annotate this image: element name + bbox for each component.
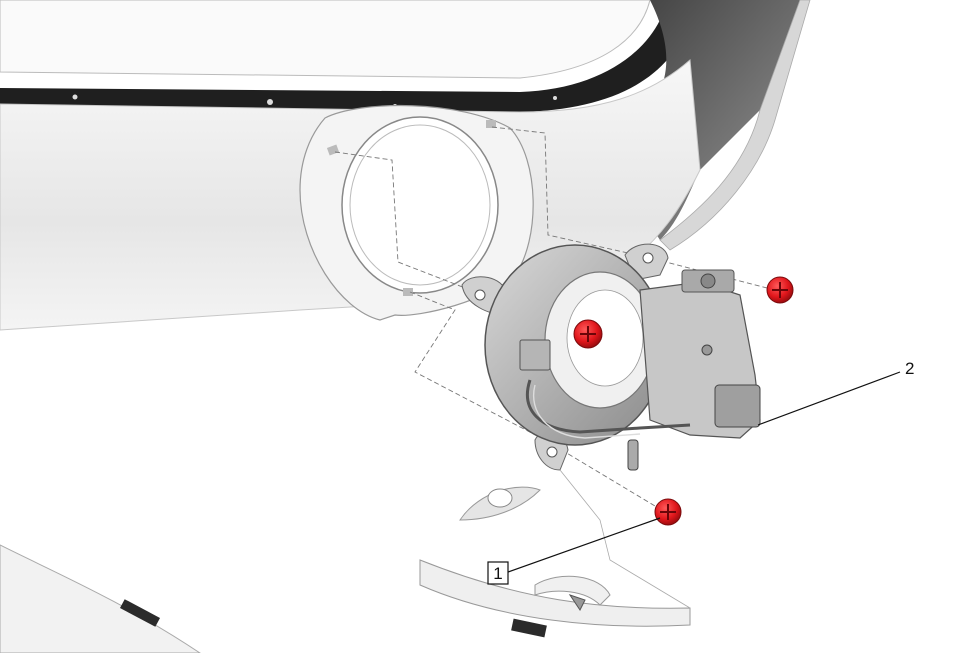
bracket-ring-lip — [349, 124, 491, 286]
trim-hole — [72, 94, 78, 100]
lamp-reflector-inner — [566, 289, 644, 387]
callout-2-leader — [757, 371, 901, 426]
callout-1-label: 1 — [493, 564, 502, 583]
lamp-wire-harness — [533, 384, 641, 439]
bracket-slot — [486, 120, 496, 128]
lamp-wire-harness — [526, 379, 691, 434]
bracket-ring-opening — [341, 116, 499, 294]
trim-hole — [553, 96, 557, 100]
lower-clip-slot — [119, 599, 161, 627]
mounting-bracket-ring — [299, 104, 534, 321]
ear-hole — [474, 289, 486, 301]
push-clip-icon — [766, 276, 794, 304]
ear-hole — [642, 252, 654, 264]
lower-outline — [559, 469, 691, 609]
fascia-trim-strip — [0, 20, 690, 112]
lower-bumper-details — [119, 469, 691, 638]
side-bracket — [519, 339, 551, 371]
lower-clip-slot — [511, 618, 547, 638]
bracket-slot — [403, 288, 413, 296]
lower-tab — [534, 575, 611, 606]
push-clip-icon — [573, 319, 603, 349]
lamp-vent — [701, 344, 713, 356]
callout-1-leader — [507, 517, 661, 573]
lamp-connector — [714, 384, 761, 428]
lower-screw — [568, 594, 586, 611]
fascia-lower-lip — [419, 559, 691, 627]
bracket-slot — [326, 144, 340, 156]
callouts: 1 2 — [487, 359, 914, 585]
ear-hole — [546, 446, 558, 458]
harness-plug — [627, 439, 639, 471]
adjuster-screw — [700, 273, 716, 289]
fascia-upper-surface — [0, 0, 651, 79]
callout-1-box — [487, 561, 509, 585]
lower-vent-hole — [487, 488, 513, 508]
fascia-lower-sweep — [0, 544, 201, 653]
trim-hole — [267, 99, 273, 105]
fascia-side-edge — [659, 0, 811, 251]
callout-2-label: 2 — [905, 359, 914, 378]
guide-line — [491, 126, 776, 291]
push-clip-icon — [654, 498, 682, 526]
fasteners — [573, 276, 794, 526]
